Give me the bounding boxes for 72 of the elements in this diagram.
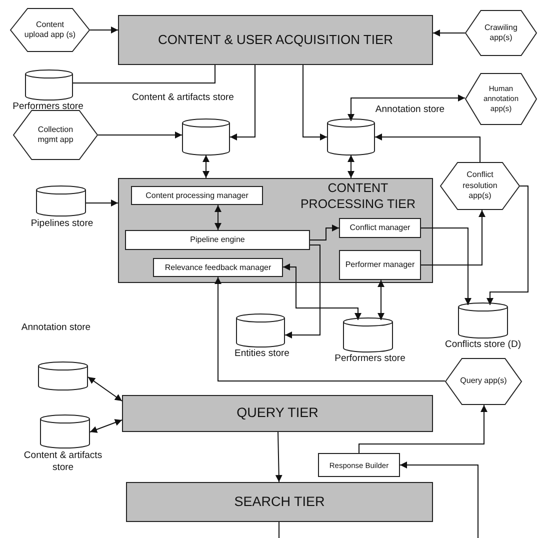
database-cylinder: [327, 119, 375, 155]
component-label: Relevance feedback manager: [164, 262, 272, 272]
tier-box: [118, 15, 433, 65]
store-label: Annotation store: [20, 322, 92, 334]
store-label: Performers store: [12, 101, 84, 113]
connector-arrow: [348, 154, 354, 178]
store-label: Pipelines store: [30, 218, 94, 230]
database-cylinder: [458, 303, 508, 338]
component-box: [339, 250, 421, 280]
connector-arrow: [378, 280, 384, 320]
connector-arrow: [86, 200, 118, 206]
connector-arrow: [230, 64, 256, 140]
connector-arrow: [358, 404, 488, 454]
app-hexagon: [10, 8, 90, 52]
component-label: Performer manager: [344, 260, 416, 270]
connector-arrow: [420, 228, 472, 306]
connector-arrow: [400, 462, 478, 538]
component-label: Pipeline engine: [189, 235, 246, 245]
tier-box: [118, 178, 433, 283]
app-hexagon: [13, 110, 98, 160]
connector-arrow: [214, 204, 222, 230]
database-cylinder: [38, 362, 88, 390]
store-label: Entities store: [234, 348, 290, 360]
app-hexagon: [440, 162, 520, 210]
database-cylinder: [36, 186, 86, 216]
connector-arrow: [420, 210, 486, 266]
database-cylinder: [182, 119, 230, 155]
connector-arrow: [374, 134, 480, 162]
database-cylinder: [40, 415, 90, 448]
tier-label: CONTENT & USER ACQUISITION TIER: [158, 32, 393, 48]
component-box: [125, 230, 310, 250]
store-label: Annotation store: [374, 104, 446, 116]
connector-arrow: [90, 26, 118, 34]
tier-box: [122, 395, 433, 432]
store-label: Content & artifacts store: [131, 92, 235, 104]
connector-arrow: [486, 186, 528, 306]
component-box: [318, 453, 400, 477]
connector-arrow: [284, 244, 320, 338]
connector-arrow: [302, 64, 328, 140]
connector-arrow: [98, 132, 182, 138]
database-cylinder: [343, 318, 393, 352]
component-box: [339, 218, 421, 238]
store-label: Conflicts store (D): [444, 339, 522, 351]
app-hexagon: [445, 358, 522, 405]
app-label: Conflict resolution app(s): [462, 170, 498, 202]
app-label: Collection mgmt app: [36, 124, 74, 146]
app-label: Crawiling app(s): [484, 22, 518, 44]
connector-arrow: [310, 224, 340, 240]
tier-label: SEARCH TIER: [234, 494, 325, 510]
store-label: Performers store: [334, 353, 406, 365]
connector-arrow: [214, 276, 446, 382]
connector-arrow: [348, 94, 466, 122]
tier-label: CONTENT PROCESSING TIER: [299, 181, 417, 212]
component-label: Conflict manager: [348, 223, 412, 233]
component-label: Content processing manager: [144, 190, 250, 200]
app-hexagon: [465, 10, 537, 56]
tier-box: [126, 482, 433, 522]
app-label: Content upload app (s): [24, 20, 76, 40]
tier-label: QUERY TIER: [236, 405, 318, 422]
connector-arrow: [88, 376, 122, 402]
app-hexagon: [465, 73, 537, 125]
database-cylinder: [25, 70, 73, 100]
store-label: Content & artifacts store: [22, 450, 104, 474]
database-cylinder: [236, 314, 285, 347]
component-box: [153, 258, 283, 277]
connector-arrow: [275, 432, 282, 482]
connector-arrow: [90, 419, 122, 433]
connector-arrow: [282, 264, 362, 320]
connector-arrow: [432, 30, 466, 36]
connector-arrow: [202, 154, 210, 178]
component-box: [131, 186, 263, 205]
app-label: Query app(s): [460, 376, 507, 387]
